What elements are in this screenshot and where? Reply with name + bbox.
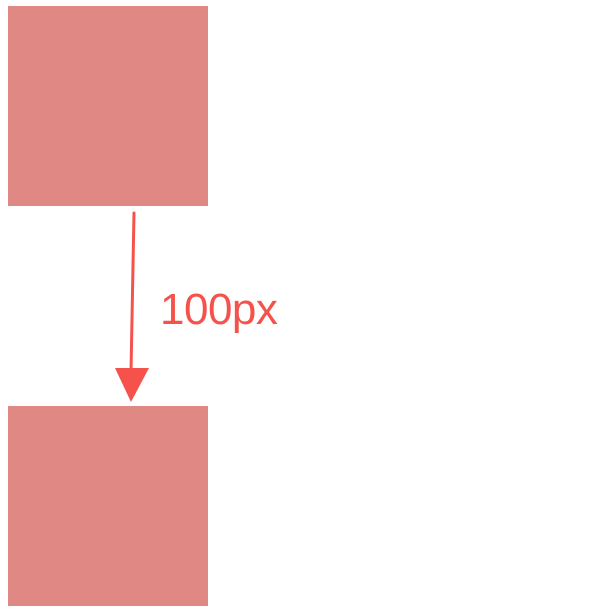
start-box — [8, 6, 208, 206]
arrow-head-icon — [115, 368, 149, 402]
end-box — [8, 406, 208, 606]
arrow-shaft — [129, 211, 136, 374]
distance-label: 100px — [160, 285, 278, 334]
